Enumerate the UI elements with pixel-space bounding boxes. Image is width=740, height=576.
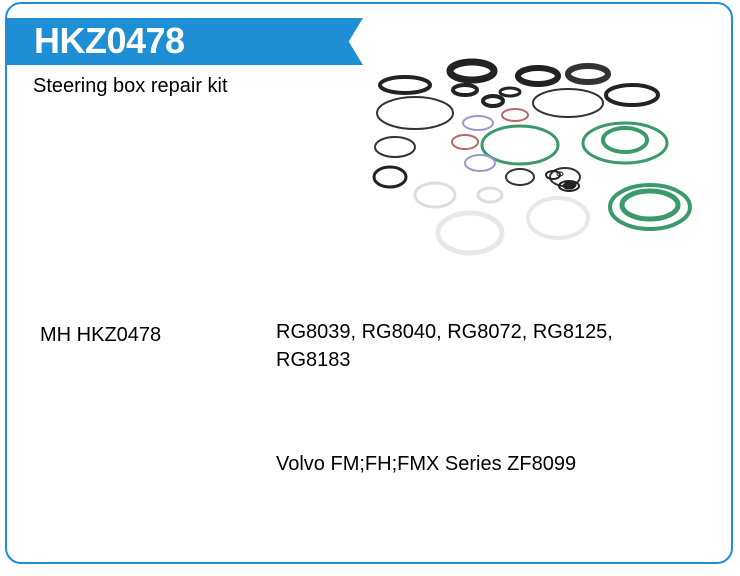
title-banner (5, 18, 363, 65)
oe-numbers-line1: RG8039, RG8040, RG8072, RG8125, (276, 321, 613, 343)
oe-numbers-line2: RG8183 (276, 349, 351, 371)
vehicle-application: Volvo FM;FH;FMX Series ZF8099 (276, 453, 577, 475)
product-description: Steering box repair kit (33, 75, 228, 97)
reference-number: MH HKZ0478 (40, 324, 162, 346)
product-image-seal-rings (372, 58, 692, 256)
product-card (5, 2, 733, 564)
product-code: HKZ0478 (34, 20, 185, 61)
